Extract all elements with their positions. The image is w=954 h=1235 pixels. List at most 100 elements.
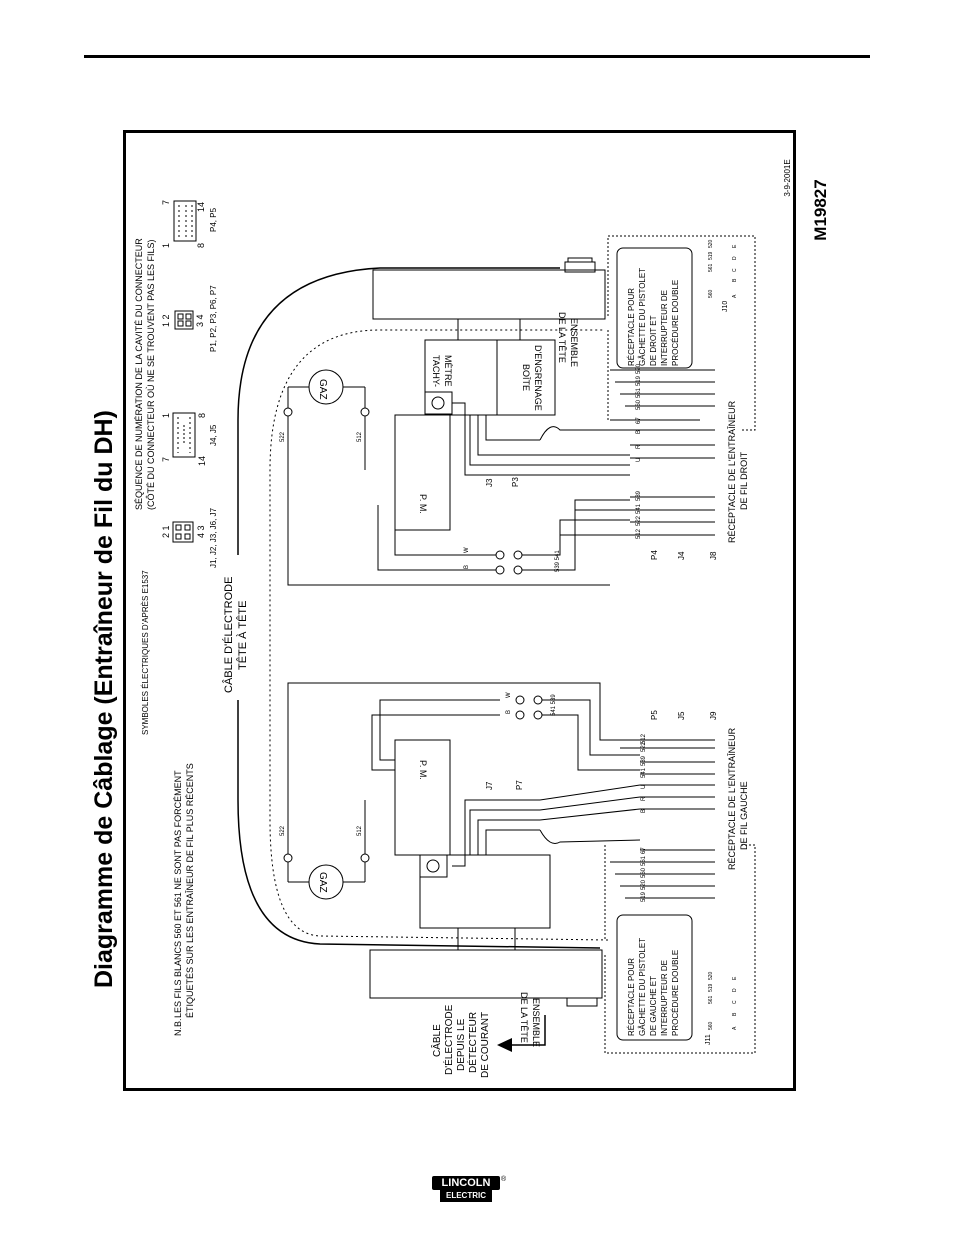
logo-lincoln: LINCOLN — [432, 1176, 500, 1190]
connector-14pin-j: 7 1 14 8 J4, J5 — [161, 412, 218, 466]
note-line-2: ÉTIQUETÉS SUR LES ENTRAÎNEUR DE FIL PLUS… — [185, 763, 195, 1018]
left-head-label-1: ENSEMBLE — [531, 998, 541, 1047]
connector-p-pins-top: 1 2 — [161, 314, 171, 327]
connector-j-pins-bot: 4 3 — [196, 525, 206, 538]
right-motor-label: P. M. — [418, 494, 428, 514]
lg-pin-e: E — [732, 976, 738, 980]
right-gearbox-label-1: BOÎTE — [521, 364, 531, 391]
right-j10-label: J10 — [722, 301, 729, 312]
right-gun-box — [607, 235, 756, 431]
connector-p45-pin8: 8 — [196, 243, 206, 248]
connector-p45-label: P4, P5 — [209, 207, 218, 232]
right-head-label-2: DE LA TÊTE — [557, 312, 567, 363]
rg-pin-b: B — [732, 278, 738, 282]
rw-67: 67 — [636, 417, 642, 424]
cavity-caption-2: (CÔTÉ DU CONNECTEUR OÙ NE SE TROUVENT PA… — [146, 239, 156, 510]
rg-pin-e: E — [732, 244, 738, 248]
lw-560: 560 — [641, 867, 647, 878]
left-gun-pins: 560 561 519 520 A B C D E — [708, 971, 738, 1030]
rw-522: 522 — [636, 515, 642, 526]
cs-line-3: DEPUIS LE — [456, 1018, 467, 1071]
rw-561: 561 — [636, 387, 642, 398]
left-b-label: B — [506, 710, 512, 714]
connector-j45-pin7: 7 — [161, 457, 171, 462]
right-gun-label-1: RÉCEPTACLE POUR — [627, 288, 636, 366]
right-head-cap — [564, 257, 596, 273]
cs-line-2: D'ÉLECTRODE — [442, 1004, 455, 1075]
right-gas-label: GAZ — [317, 379, 328, 400]
right-p4-label: P4 — [650, 550, 659, 560]
rg-pin-a: A — [732, 294, 738, 298]
right-receptacle-label-1: RÉCEPTACLE DE L'ENTRAÎNEUR — [727, 400, 737, 543]
right-b-label: B — [464, 565, 470, 569]
right-gun-label-4: INTERRUPTEUR DE — [660, 290, 669, 366]
right-head-assembly — [372, 269, 606, 320]
connector-p45-pin1: 1 — [161, 243, 171, 248]
left-gas-label: GAZ — [317, 872, 328, 893]
rw-520: 520 — [636, 363, 642, 374]
right-wire-numbers: 67 B R U 539 541 522 512 560 561 519 520 — [636, 363, 642, 539]
lg-561: 561 — [708, 995, 714, 1004]
lg-pin-a: A — [732, 1026, 738, 1030]
lg-pin-d: D — [732, 988, 738, 992]
rg-561: 561 — [708, 263, 714, 272]
lincoln-electric-logo: LINCOLN ELECTRIC ® — [432, 1176, 508, 1204]
lg-pin-b: B — [732, 1012, 738, 1016]
left-receptacle-label-2: DE FIL GAUCHE — [739, 781, 749, 850]
left-p5-label: P5 — [650, 710, 659, 720]
left-w522-label: 522 — [280, 825, 286, 836]
lw-561: 561 — [641, 855, 647, 866]
right-gearbox — [496, 339, 556, 416]
connector-p45-pin14: 14 — [196, 202, 206, 212]
right-gun-label-3: DE DROIT ET — [649, 315, 658, 366]
left-motor — [394, 739, 451, 856]
left-head-label-2: DE LA TÊTE — [519, 992, 529, 1043]
cable-label-1: CÂBLE D'ÉLECTRODE — [222, 577, 235, 693]
connector-j-pins-top: 2 1 — [161, 525, 171, 538]
rw-512: 512 — [636, 528, 642, 539]
note-block: N.B. LES FILS BLANCS 560 ET 561 NE SONT … — [173, 763, 195, 1036]
cs-line-4: DÉTECTEUR — [466, 1012, 479, 1073]
right-w522-label: 522 — [280, 431, 286, 442]
rg-pin-d: D — [732, 256, 738, 260]
logo-electric: ELECTRIC — [440, 1190, 492, 1202]
cable-label-2: TÊTE À TÊTE — [236, 601, 249, 670]
left-j9-label: J9 — [709, 711, 718, 720]
left-motor-label: P. M. — [418, 760, 428, 780]
lg-560: 560 — [708, 1021, 714, 1030]
cavity-caption-1: SÉQUENCE DE NUMÉRATION DE LA CAVITÉ DU C… — [134, 238, 144, 510]
left-j11-label: J11 — [705, 1034, 712, 1045]
right-j3-label: J3 — [485, 478, 494, 487]
rw-541: 541 — [636, 503, 642, 514]
connector-j45-label: J4, J5 — [209, 424, 218, 446]
cs-line-1: CÂBLE — [430, 1024, 443, 1057]
connector-p-label: P1, P2, P3, P6, P7 — [209, 285, 218, 352]
rw-539: 539 — [636, 490, 642, 501]
lw-539: 539 — [641, 755, 647, 766]
drawing-number: M19827 — [811, 179, 830, 240]
right-w-label: W — [464, 547, 470, 553]
right-tacho-label-2: MÈTRE — [443, 355, 453, 387]
cs-line-5: DE COURANT — [480, 1012, 491, 1078]
left-receptacle-pins — [600, 739, 715, 899]
connector-j45-pin14: 14 — [197, 456, 207, 466]
left-p7-label: P7 — [515, 780, 524, 790]
lw-522: 522 — [641, 741, 647, 752]
right-receptacle-pins — [610, 369, 715, 536]
date-code: 3-9-2001E — [783, 159, 792, 196]
left-gun-label-3: DE GAUCHE ET — [649, 976, 658, 1036]
right-motor — [394, 414, 451, 531]
connector-j45-pin1: 1 — [161, 413, 171, 418]
left-w512-label: 512 — [357, 825, 363, 836]
dotted-enclosure — [269, 329, 609, 941]
lw-u: U — [641, 785, 647, 789]
right-539-541-label: 539 541 — [555, 550, 561, 572]
right-head-label-1: ENSEMBLE — [569, 318, 579, 367]
rw-u: U — [636, 458, 642, 462]
right-j8-label: J8 — [709, 551, 718, 560]
header-rule — [84, 55, 870, 58]
left-gun-label-1: RÉCEPTACLE POUR — [627, 958, 636, 1036]
lw-541: 541 — [641, 767, 647, 778]
right-gun-pins: 560 561 519 520 A B C D E — [708, 239, 738, 298]
